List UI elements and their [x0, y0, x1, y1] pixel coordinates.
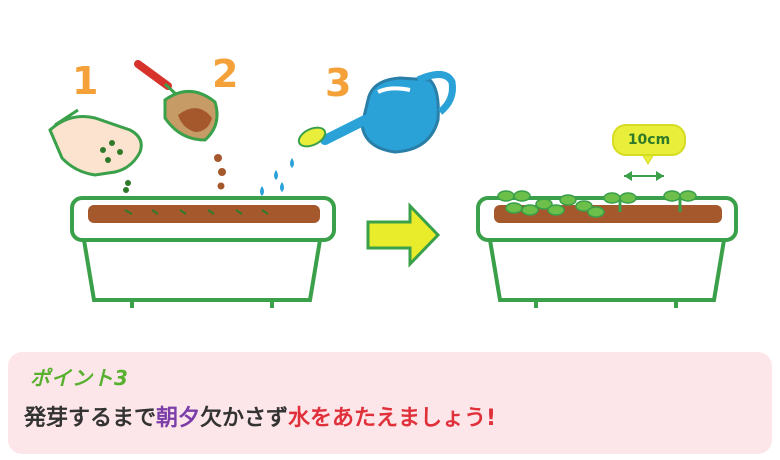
tip-text: 発芽するまで朝夕欠かさず水をあたえましょう!	[24, 400, 496, 432]
tip-text-highlight-morning-evening: 朝夕	[156, 406, 201, 431]
tip-text-highlight-water: 水をあたえましょう!	[288, 406, 497, 431]
measurement-arrow	[624, 153, 664, 181]
illustration: 1 2 3	[48, 52, 738, 308]
tip-text-part1: 発芽するまで	[24, 406, 157, 431]
left-planter	[70, 196, 336, 308]
right-planter	[476, 196, 738, 308]
measurement-label: 10cm	[612, 124, 686, 156]
step-number-3: 3	[325, 61, 352, 105]
step-number-2: 2	[212, 52, 239, 96]
step-number-1: 1	[72, 59, 99, 103]
hand-sowing-seeds-icon	[48, 108, 143, 193]
watering-can-icon	[260, 71, 456, 196]
arrow-right-icon	[366, 202, 441, 268]
seedling-icon	[497, 190, 697, 218]
scene-svg	[48, 60, 738, 308]
tip-text-part3: 欠かさず	[200, 406, 289, 431]
trowel-with-soil-icon	[134, 60, 226, 190]
point-panel: ポイント3 発芽するまで朝夕欠かさず水をあたえましょう!	[8, 352, 772, 454]
point-title: ポイント3	[30, 366, 129, 390]
